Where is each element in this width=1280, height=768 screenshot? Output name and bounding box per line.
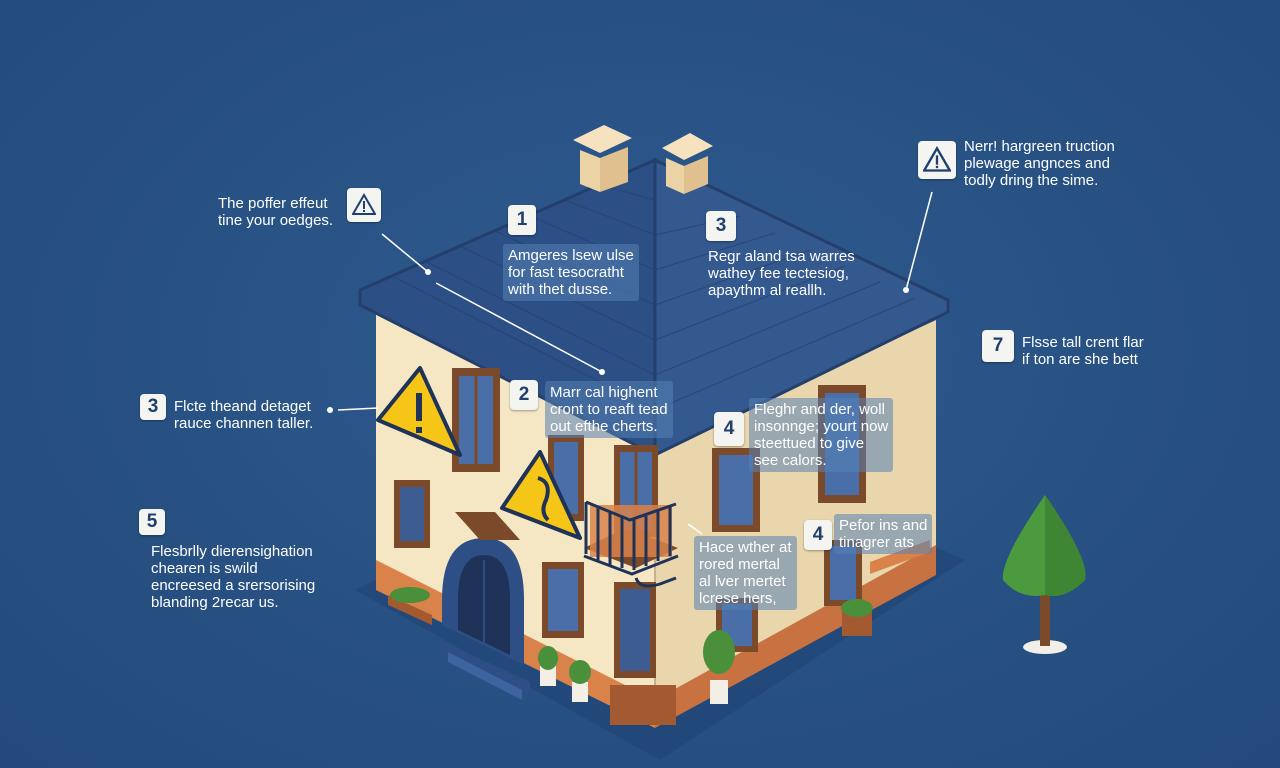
callout-badge-7: 7 <box>982 330 1014 362</box>
planter <box>388 587 432 625</box>
callout-badge-1: 1 <box>508 205 536 235</box>
warning-sign-icon <box>376 366 462 457</box>
warning-icon <box>347 188 381 222</box>
callout-badge-3: 3 <box>706 211 736 241</box>
front-door <box>440 512 530 700</box>
callout-text-1: Amgeres lsew ulse for fast tesocratht wi… <box>503 244 639 301</box>
balcony <box>583 500 679 588</box>
callout-text-2: Marr cal highent cront to reaft tead out… <box>545 381 673 438</box>
leader-line <box>337 191 933 535</box>
chimney-left <box>573 125 632 192</box>
callout-text-unnumbered: Hace wther at rored mertal al lver merte… <box>694 536 797 610</box>
planter <box>610 685 676 725</box>
planter <box>841 599 873 636</box>
window <box>614 582 656 678</box>
tree <box>1002 495 1086 654</box>
callout-text-7: Flsse tall crent flar if ton are she bet… <box>1022 334 1144 368</box>
callout-text-3: Regr aland tsa warres wathey fee tectesi… <box>708 248 855 299</box>
window <box>394 480 430 548</box>
potted-plant <box>538 646 558 686</box>
warning-sign-icon <box>500 450 582 540</box>
callout-text-3b: Flcte theand detaget rauce channen talle… <box>174 398 314 432</box>
potted-plant <box>569 660 591 702</box>
callout-badge-5: 5 <box>139 509 165 535</box>
warning-callout-text: The poffer effeut tine your oedges. <box>218 195 334 229</box>
callout-text-5: Flesbrlly dierensighation chearen is swi… <box>151 543 316 611</box>
callout-badge-2: 2 <box>510 380 538 410</box>
callout-text-4b: Pefor ins and tinagrer ats <box>834 514 933 554</box>
potted-plant <box>703 630 735 704</box>
window <box>542 562 584 638</box>
callout-badge-4b: 4 <box>804 520 832 550</box>
warning-icon <box>918 141 956 179</box>
warning-callout-text: Nerr! hargreen truction plewage angnces … <box>964 138 1115 189</box>
callout-text-4: Fleghr and der, woll insonnge; yourt now… <box>749 398 894 472</box>
callout-badge-3b: 3 <box>140 394 166 420</box>
callout-badge-4: 4 <box>714 412 744 446</box>
chimney-right <box>662 133 713 194</box>
